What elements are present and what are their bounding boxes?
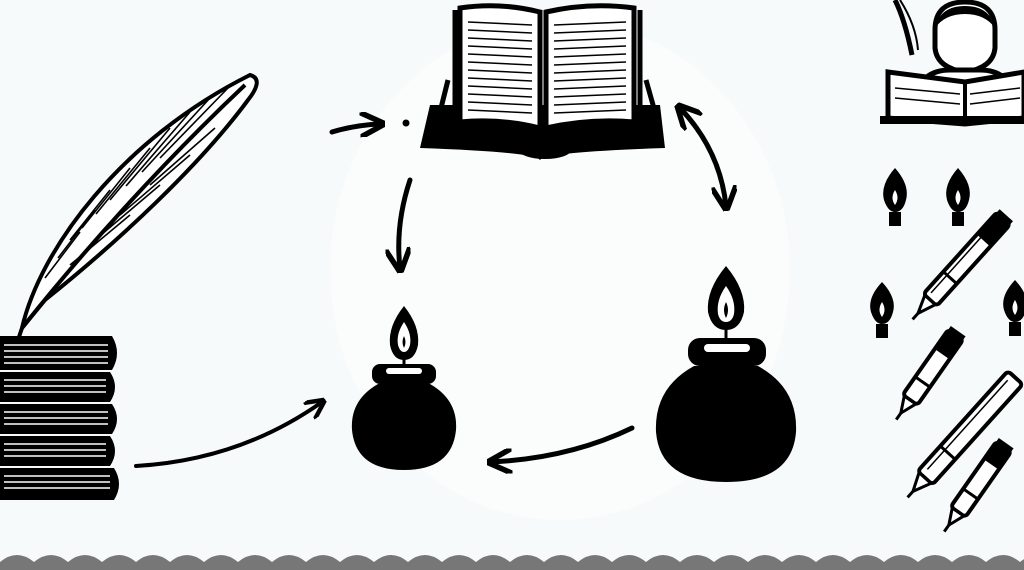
book-1 (0, 336, 117, 370)
quill-feather-icon (16, 72, 259, 341)
small-inkwell-icon (351, 306, 457, 470)
open-book-on-stand-icon (420, 3, 665, 160)
large-inkwell-icon (655, 266, 797, 482)
flame-icon-2 (946, 168, 970, 226)
flame-icon-3 (870, 282, 894, 338)
pen-icon-1 (911, 209, 1013, 321)
flame-icon-4 (1003, 280, 1024, 336)
flame-icon-1 (883, 168, 907, 226)
pen-icon-4 (943, 438, 1014, 533)
arrow-stack-to-small-inkwell (134, 402, 322, 468)
book-stack-icon (0, 336, 119, 500)
flow-arrows (134, 108, 726, 468)
arrow-large-to-small-inkwell (492, 425, 635, 462)
book-3 (0, 404, 117, 434)
reader-with-book-icon (880, 0, 1024, 127)
arrow-book-to-small-inkwell (399, 177, 410, 268)
arrow-book-to-large-inkwell (680, 108, 726, 206)
pen-icon-3 (906, 370, 1024, 499)
pen-icon-2 (895, 326, 966, 421)
book-5 (0, 468, 119, 500)
arrow-to-open-book (329, 124, 380, 132)
book-4 (0, 436, 115, 466)
wave-border (0, 555, 1024, 570)
book-2 (0, 372, 115, 402)
arrow-dot (402, 119, 410, 127)
